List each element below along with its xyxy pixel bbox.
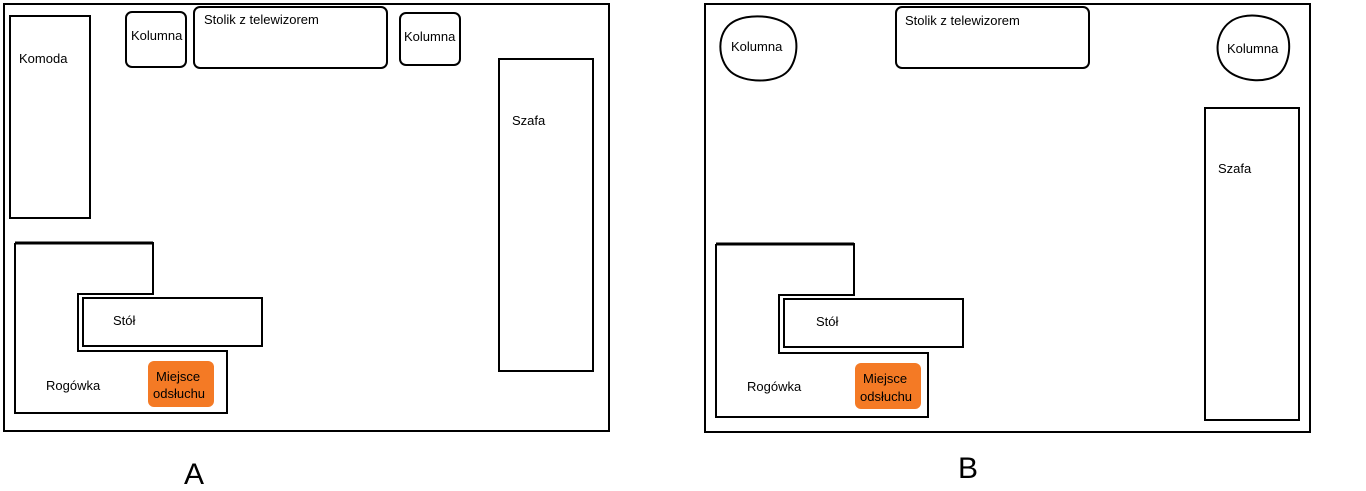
kolumna-a-left-label: Kolumna <box>131 28 183 43</box>
listening-spot-b-line2: odsłuchu <box>860 389 912 404</box>
stolik-b-label: Stolik z telewizorem <box>905 13 1020 28</box>
stolik-a <box>193 6 388 69</box>
listening-spot-b-line1: Miejsce <box>863 371 907 386</box>
kolumna-a-right-label: Kolumna <box>404 29 456 44</box>
komoda-a-label: Komoda <box>19 51 68 66</box>
diagram-b: Kolumna Stolik z telewizorem Kolumna Sza… <box>704 3 1311 485</box>
szafa-b <box>1204 107 1300 421</box>
stol-a-label: Stół <box>113 313 136 328</box>
stol-a <box>82 297 263 347</box>
diagram-b-caption: B <box>958 452 978 485</box>
szafa-a-label: Szafa <box>512 113 546 128</box>
rogowka-a <box>14 242 228 414</box>
stolik-a-label: Stolik z telewizorem <box>204 12 319 27</box>
szafa-a <box>498 58 594 372</box>
kolumna-b-right-label: Kolumna <box>1227 41 1279 56</box>
listening-spot-a <box>148 361 214 407</box>
diagram-a-caption: A <box>184 458 204 491</box>
stolik-b <box>895 6 1090 69</box>
diagram-a: Komoda Kolumna Stolik z telewizorem Kolu… <box>3 3 610 491</box>
kolumna-b-right <box>1216 14 1291 82</box>
rogowka-b <box>715 243 929 418</box>
listening-spot-a-line2: odsłuchu <box>153 386 205 401</box>
kolumna-a-left <box>125 11 187 68</box>
kolumna-b-left-label: Kolumna <box>731 39 783 54</box>
komoda-a <box>9 15 91 219</box>
rogowka-b-label: Rogówka <box>747 379 802 394</box>
stol-b-label: Stół <box>816 314 839 329</box>
listening-spot-a-line1: Miejsce <box>156 369 200 384</box>
rogowka-a-label: Rogówka <box>46 378 101 393</box>
kolumna-b-left <box>719 15 798 82</box>
room-b-outline <box>704 3 1311 433</box>
stol-b <box>783 298 964 348</box>
listening-spot-b <box>855 363 921 409</box>
kolumna-a-right <box>399 12 461 66</box>
szafa-b-label: Szafa <box>1218 161 1252 176</box>
room-a-outline <box>3 3 610 432</box>
